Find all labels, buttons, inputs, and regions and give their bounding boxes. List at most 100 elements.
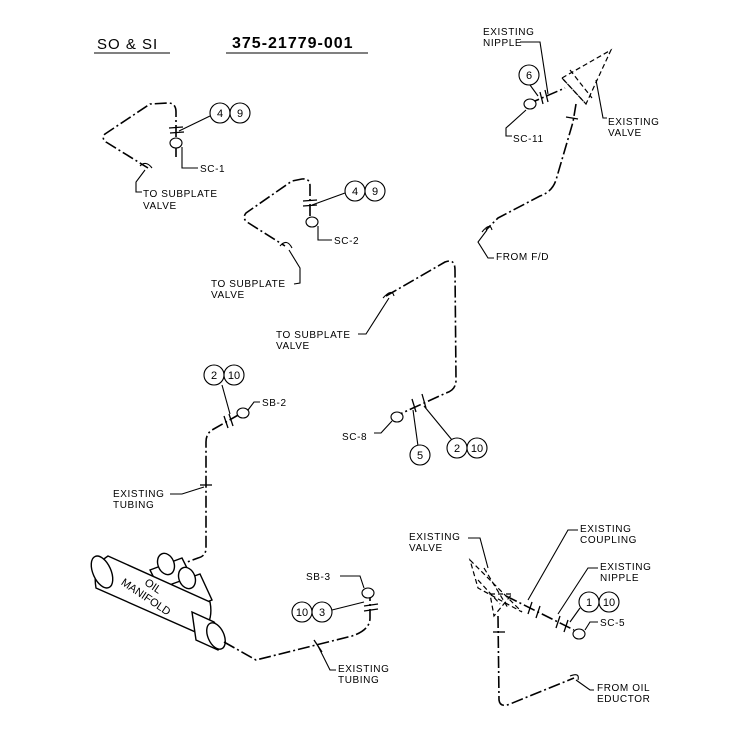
- sc1-tag-leader: [181, 147, 198, 169]
- sc11-assembly: EXISTING NIPPLE EXISTING VALVE 6 SC-11 F…: [477, 27, 659, 263]
- sc2-tick-2: [302, 204, 318, 207]
- sc11-valve-line1: EXISTING: [608, 117, 659, 128]
- sc5-nipple-pipe: [505, 595, 575, 631]
- sc5-from-leader: [575, 679, 594, 691]
- sc1-break-mark: [139, 162, 153, 169]
- sc5-label: SC-5: [600, 618, 625, 629]
- sb2-tick: [223, 415, 229, 429]
- sc8-bubble-2-text: 2: [454, 443, 460, 455]
- sc5-nipple-line2: NIPPLE: [600, 573, 639, 584]
- sc5-tick-2: [535, 605, 541, 619]
- sb3-bubble-3-text: 3: [319, 607, 325, 619]
- sc11-break-mark: [481, 225, 493, 233]
- sc5-bubble-10-text: 10: [603, 597, 615, 609]
- sc8-bubble-leader: [423, 405, 453, 441]
- sc1-bubble-4-text: 4: [217, 108, 223, 120]
- sc5-pipe: [497, 615, 575, 707]
- header-left-text: SO & SI: [97, 36, 158, 53]
- sc8-to-leader: [358, 297, 390, 335]
- sc11-bubble-6: [518, 64, 540, 86]
- sc1-tag-circle: [169, 137, 183, 149]
- sc2-label: SC-2: [334, 236, 359, 247]
- sc2-bubble-9-text: 9: [372, 186, 378, 198]
- sb3-label: SB-3: [306, 572, 331, 583]
- sc11-nipple-leader: [520, 41, 549, 95]
- sc5-nipple-line1: EXISTING: [600, 562, 651, 573]
- sc1-pipe: [102, 102, 177, 169]
- manifold-body-end: [90, 555, 114, 589]
- sc2-to-leader: [288, 249, 301, 285]
- sb3-tag-leader: [340, 575, 365, 589]
- sc1-bubble-9: [229, 102, 251, 124]
- sc11-tag-leader: [505, 109, 527, 137]
- sc5-tag-leader: [584, 621, 598, 631]
- sc5-break-mark: [569, 674, 579, 681]
- sc5-from-line2: EDUCTOR: [597, 694, 650, 705]
- sc11-bubble-6-text: 6: [526, 70, 532, 82]
- sc1-assembly: 4 9 SC-1 TO SUBPLATE VALVE: [102, 102, 251, 212]
- sc5-nipple-leader: [557, 567, 598, 615]
- sc8-tag-circle: [390, 411, 404, 423]
- sc11-valve-inner: [561, 69, 593, 105]
- manifold-stub-back-end: [156, 552, 176, 576]
- sc2-to-line1: TO SUBPLATE: [211, 279, 286, 290]
- sc8-pipe: [385, 260, 457, 415]
- sc11-bubble-leader: [529, 84, 539, 97]
- sc8-tick: [411, 398, 417, 413]
- sb2-tubing-line1: EXISTING: [113, 489, 164, 500]
- sc5-coupling-leader: [527, 529, 578, 601]
- sc2-bubble-leader: [311, 192, 346, 206]
- sc8-bubble-10: [466, 437, 488, 459]
- sb2-pipe: [165, 413, 241, 571]
- sb3-pipe: [223, 596, 371, 661]
- sc11-tag-circle: [523, 98, 537, 110]
- sb2-tubing-leader: [170, 486, 205, 495]
- sb3-assembly: SB-3 10 3 EXISTING TUBING: [223, 572, 389, 686]
- sc11-from-leader: [477, 229, 494, 259]
- sb3-bubble-3: [311, 601, 333, 623]
- sb3-bubble-leader: [331, 601, 365, 611]
- sc1-bubble-9-text: 9: [237, 108, 243, 120]
- sc11-tick: [539, 91, 544, 105]
- sc5-coupling-line1: EXISTING: [580, 524, 631, 535]
- sc5-valve-inner: [477, 567, 509, 609]
- sb2-tag-circle: [236, 407, 250, 419]
- sc11-nipple-line1: EXISTING: [483, 27, 534, 38]
- sc11-nipple-line2: NIPPLE: [483, 38, 522, 49]
- sc1-label: SC-1: [200, 164, 225, 175]
- sb2-bubble-2-text: 2: [211, 370, 217, 382]
- sc8-label: SC-8: [342, 432, 367, 443]
- sb2-label: SB-2: [262, 398, 287, 409]
- sc5-tag-circle: [572, 628, 586, 640]
- manifold-stub-mid-end: [177, 566, 197, 590]
- sc1-to-line2: VALVE: [143, 201, 177, 212]
- sb2-tag-leader: [247, 401, 260, 411]
- sc11-valve-symbol: [561, 48, 613, 106]
- sc11-tick-2: [544, 89, 549, 103]
- sb3-tick: [363, 603, 379, 607]
- sc8-to-line1: TO SUBPLATE: [276, 330, 351, 341]
- sb3-tick-2: [363, 608, 379, 612]
- sc11-valve-line2: VALVE: [608, 128, 642, 139]
- sc1-tick: [168, 126, 184, 129]
- sc11-label: SC-11: [513, 134, 544, 145]
- sb3-tubing-leader: [317, 645, 336, 671]
- sb2-bubble-10: [223, 364, 245, 386]
- sc2-to-line2: VALVE: [211, 290, 245, 301]
- sc1-to-leader: [135, 169, 146, 193]
- sb2-bubble-10-text: 10: [228, 370, 240, 382]
- sc8-break-mark: [382, 291, 395, 299]
- sb2-tubing-line2: TUBING: [113, 500, 154, 511]
- sc5-bubble-1-text: 1: [586, 597, 592, 609]
- sc2-assembly: 4 9 SC-2 TO SUBPLATE VALVE: [211, 178, 386, 301]
- sc8-tag-leader: [374, 420, 393, 434]
- sc5-tick-3: [555, 615, 561, 629]
- sc1-to-line1: TO SUBPLATE: [143, 189, 218, 200]
- sb3-tubing-line2: TUBING: [338, 675, 379, 686]
- oil-manifold: OIL MANIFOLD: [90, 552, 226, 651]
- sb2-assembly: 2 10 SB-2 EXISTING TUBING: [113, 364, 287, 571]
- sc8-bubble-10-text: 10: [471, 443, 483, 455]
- sc8-to-line2: VALVE: [276, 341, 310, 352]
- sc8-tick-2: [421, 393, 427, 409]
